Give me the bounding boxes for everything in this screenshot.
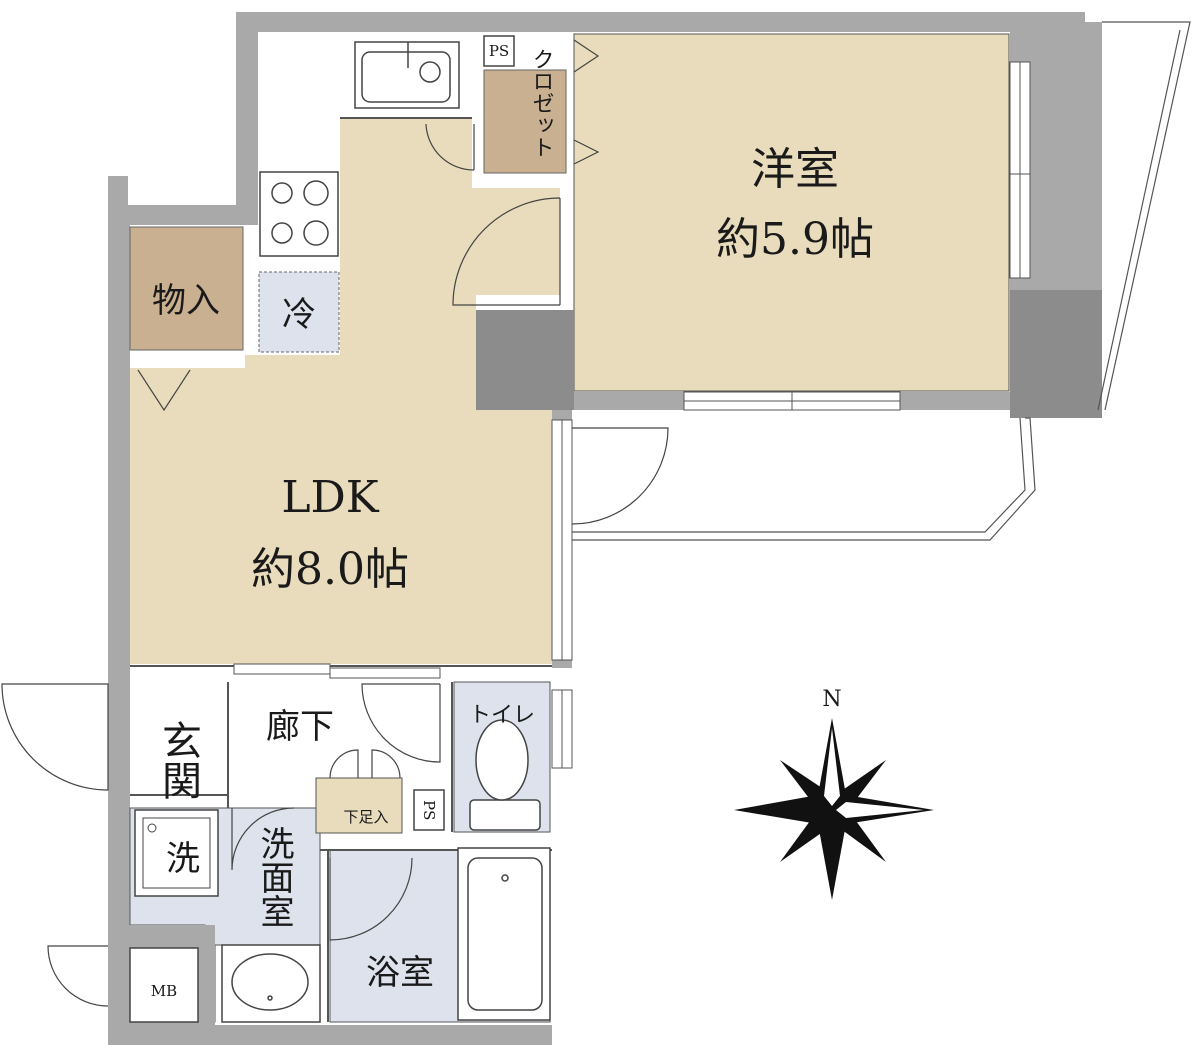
fridge-label: 冷 bbox=[282, 295, 316, 335]
column-right bbox=[1010, 290, 1102, 418]
hallway-label: 廊下 bbox=[266, 707, 334, 747]
sliding-doors bbox=[233, 663, 441, 679]
stove bbox=[259, 171, 339, 257]
door-storage[interactable] bbox=[137, 369, 191, 412]
columns bbox=[108, 290, 1102, 1045]
bathtub-inner bbox=[467, 857, 543, 1011]
stove-burner-3 bbox=[271, 222, 293, 244]
balcony-rail-lower bbox=[572, 417, 1036, 541]
ldk-name: LDK bbox=[281, 472, 379, 523]
door-shoe-right[interactable] bbox=[371, 749, 401, 779]
sliding-door-ldk-left[interactable] bbox=[233, 663, 331, 675]
ps-top-label: PS bbox=[489, 42, 509, 60]
stove-burner-4 bbox=[303, 220, 329, 246]
door-shoe-left[interactable] bbox=[329, 749, 359, 779]
ps-mid-label: PS bbox=[420, 800, 438, 820]
compass-north-label: N bbox=[822, 687, 841, 712]
sliding-door-ldk-right[interactable] bbox=[329, 667, 441, 679]
western-room-area: 約5.9帖 bbox=[716, 214, 874, 265]
compass bbox=[734, 718, 934, 900]
door-bathroom[interactable] bbox=[329, 857, 413, 941]
bathroom-label: 浴室 bbox=[366, 953, 434, 993]
door-washroom[interactable] bbox=[231, 807, 295, 871]
door-western[interactable] bbox=[452, 197, 561, 306]
closet-area bbox=[483, 69, 567, 174]
storage-label: 物入 bbox=[152, 281, 220, 321]
balcony-rail-right-inner bbox=[1097, 29, 1181, 411]
fridge-space bbox=[258, 271, 340, 353]
storage-room bbox=[129, 226, 244, 351]
ldk-area: 約8.0帖 bbox=[251, 544, 409, 595]
mb-label: MB bbox=[151, 982, 177, 1000]
entrance-label: 玄関 bbox=[155, 720, 201, 800]
column-center bbox=[476, 310, 574, 410]
door-entrance[interactable] bbox=[1, 683, 109, 791]
compass-star-secondary bbox=[780, 760, 886, 862]
balcony bbox=[572, 21, 1191, 541]
washer-pan-inner bbox=[142, 817, 211, 889]
bathtub-drain bbox=[501, 874, 509, 882]
balcony-rail bbox=[1102, 21, 1191, 411]
wash-basin-bowl bbox=[231, 953, 309, 1011]
door-toilet[interactable] bbox=[361, 683, 441, 763]
stove-burner-1 bbox=[271, 182, 293, 204]
washroom-label: 洗面室 bbox=[254, 826, 294, 928]
closet-label: クロゼット bbox=[529, 48, 554, 158]
partitions bbox=[130, 117, 552, 1022]
kitchen-sink-drain bbox=[419, 61, 441, 83]
ldk-area bbox=[130, 118, 560, 664]
door-closet-top[interactable] bbox=[425, 123, 475, 171]
washer-drain bbox=[147, 823, 157, 833]
western-room-name: 洋室 bbox=[751, 144, 839, 195]
shoe-storage-area bbox=[315, 777, 403, 834]
ps-mid-box bbox=[413, 789, 445, 831]
balcony-rail-lower-inner bbox=[572, 417, 1026, 533]
door-balcony[interactable] bbox=[571, 427, 669, 525]
door-closet-arrow-2 bbox=[573, 139, 600, 165]
doors bbox=[1, 39, 669, 1007]
mb-box bbox=[129, 947, 199, 1023]
ps-top-box bbox=[483, 35, 515, 67]
windows bbox=[551, 61, 1031, 769]
compass-star-highlight-2 bbox=[836, 802, 924, 818]
fixtures bbox=[129, 35, 551, 1023]
shoe-storage-label: 下足入 bbox=[343, 808, 388, 826]
washer-label: 洗 bbox=[166, 839, 200, 879]
labels: 洋室 約5.9帖 LDK 約8.0帖 物入 冷 クロゼット PS 玄関 廊下 ト… bbox=[151, 42, 874, 1000]
compass-star-highlight bbox=[824, 728, 840, 806]
western-room bbox=[573, 33, 1010, 392]
room-fills bbox=[129, 33, 1010, 1023]
toilet-label: トイレ bbox=[469, 703, 535, 728]
door-mb[interactable] bbox=[47, 945, 109, 1007]
toilet-tank bbox=[469, 799, 541, 831]
washer-pan bbox=[134, 809, 219, 897]
door-closet-arrow-1 bbox=[573, 39, 600, 73]
wash-basin-drain bbox=[267, 995, 273, 1001]
stove-burner-2 bbox=[303, 180, 329, 206]
toilet-bowl bbox=[475, 719, 529, 801]
